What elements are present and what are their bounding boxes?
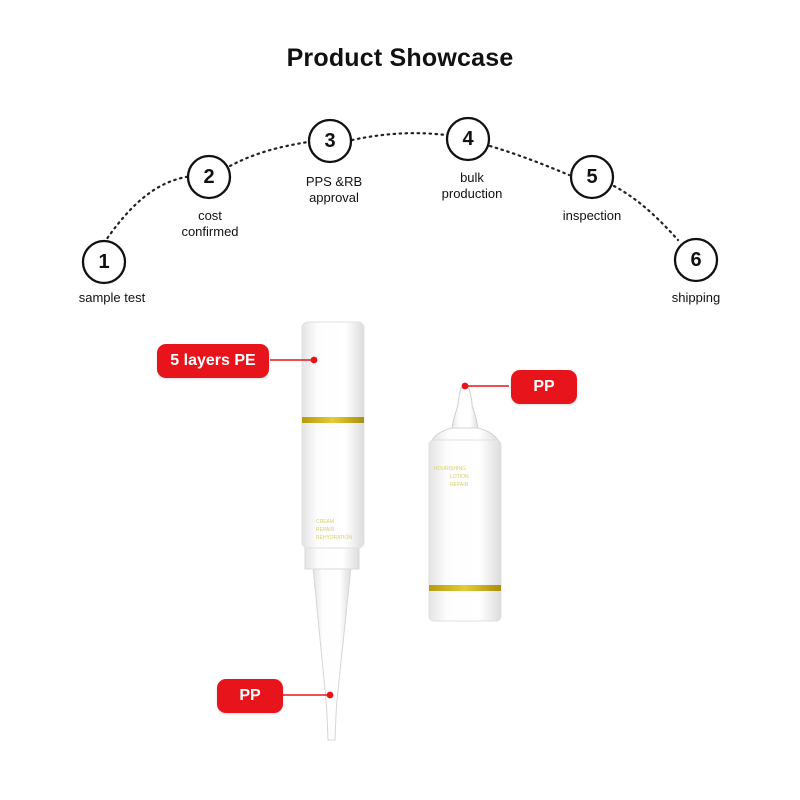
svg-text:CREAM: CREAM [316, 519, 334, 525]
step-circles [81, 116, 719, 285]
step-label-4-line-1: bulk [460, 170, 484, 185]
svg-text:LOTION: LOTION [450, 474, 469, 480]
step-circle-3 [307, 118, 353, 164]
step-label-2-line-2: confirmed [181, 224, 239, 239]
step-number-2: 2 [203, 166, 215, 188]
step-circle-2 [186, 154, 232, 200]
right-tube-cap [451, 387, 479, 429]
left-tube-product: CREAM REPAIR REHYDRATION [270, 321, 365, 741]
step-label-2: cost confirmed [150, 208, 270, 240]
step-label-1: sample test [52, 290, 172, 306]
material-tag-nozzle: PP [217, 679, 283, 713]
step-label-5: inspection [532, 208, 652, 224]
page-title: Product Showcase [286, 44, 514, 72]
step-label-3-line-1: PPS &RB [305, 174, 363, 189]
step-circle-5 [569, 154, 615, 200]
step-number-6: 6 [690, 249, 702, 271]
step-circle-6 [673, 237, 719, 283]
step-number-4: 4 [462, 128, 474, 150]
svg-text:NOURISHING: NOURISHING [434, 466, 466, 472]
step-number-5: 5 [586, 166, 598, 188]
material-tag-body: 5 layers PE [157, 344, 269, 378]
right-tube-body [428, 439, 502, 622]
step-number-1: 1 [98, 251, 110, 273]
svg-text:REHYDRATION: REHYDRATION [316, 535, 352, 541]
step-label-6: shipping [636, 290, 756, 306]
svg-text:REPAIR: REPAIR [450, 482, 469, 488]
step-number-3: 3 [324, 130, 336, 152]
step-circle-1 [81, 239, 127, 285]
material-tag-cap: PP [511, 370, 577, 404]
left-tube-nozzle [312, 566, 352, 741]
step-label-3-line-2: approval [309, 190, 359, 205]
step-label-4-line-2: production [441, 186, 503, 201]
step-label-4: bulk production [412, 170, 532, 202]
left-tube-gold-band [302, 417, 364, 423]
step-label-1-line-1: sample test [78, 290, 146, 305]
right-tube-gold-band [429, 585, 501, 591]
step-label-6-line-1: shipping [671, 290, 721, 305]
step-label-2-line-1: cost [198, 208, 222, 223]
step-circle-4 [445, 116, 491, 162]
left-tube-body [301, 321, 365, 549]
step-label-5-line-1: inspection [562, 208, 622, 223]
svg-text:REPAIR: REPAIR [316, 527, 335, 533]
right-tube-product: NOURISHING LOTION REPAIR [428, 382, 509, 622]
step-label-3: PPS &RB approval [274, 174, 394, 206]
